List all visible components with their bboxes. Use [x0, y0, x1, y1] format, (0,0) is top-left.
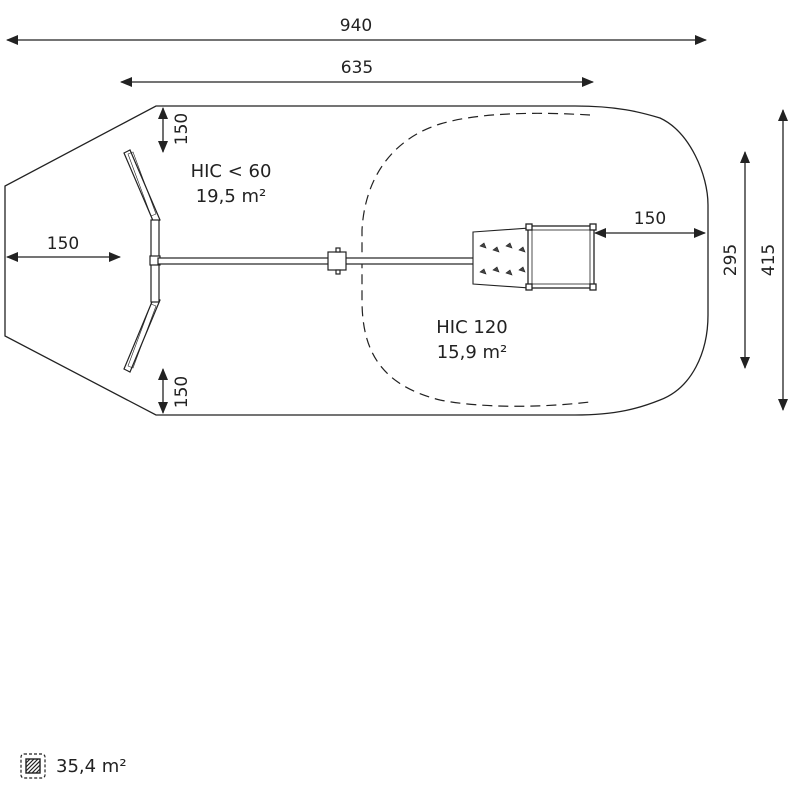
dimension-equipment-length: 635	[120, 58, 594, 87]
area-legend: 35,4 m²	[20, 753, 127, 779]
zone-high-label: HIC 120	[436, 317, 508, 338]
dimension-inner-width: 295	[721, 151, 750, 369]
y-frame-equipment	[123, 149, 161, 373]
dimension-label: 150	[47, 234, 79, 254]
zone-low-label: HIC < 60	[191, 161, 272, 182]
total-area-label: 35,4 m²	[56, 755, 127, 777]
tower-platform-equipment	[525, 223, 597, 291]
dimension-total-length: 940	[6, 16, 707, 45]
dimension-label: 295	[721, 244, 741, 276]
dimension-label: 150	[172, 113, 192, 145]
safety-zone-outline	[4, 105, 709, 416]
dimension-label: 940	[340, 16, 372, 36]
hatched-area-icon	[20, 753, 46, 779]
dimension-left-clearance: 150	[6, 234, 121, 262]
climbing-wall-equipment	[472, 227, 531, 289]
dimension-bottom-clearance: 150	[158, 368, 192, 414]
dimension-label: 415	[759, 244, 779, 276]
zone-high-area: 15,9 m²	[437, 342, 508, 363]
dimension-label: 150	[172, 376, 192, 408]
zone-low-area: 19,5 m²	[196, 186, 267, 207]
hic-120-zone-outline	[361, 112, 591, 407]
dimension-total-width: 415	[759, 109, 788, 411]
dimension-label: 150	[634, 209, 666, 229]
dimension-top-clearance: 150	[158, 107, 192, 153]
dimension-right-clearance: 150	[594, 209, 706, 238]
dimension-label: 635	[341, 58, 373, 78]
